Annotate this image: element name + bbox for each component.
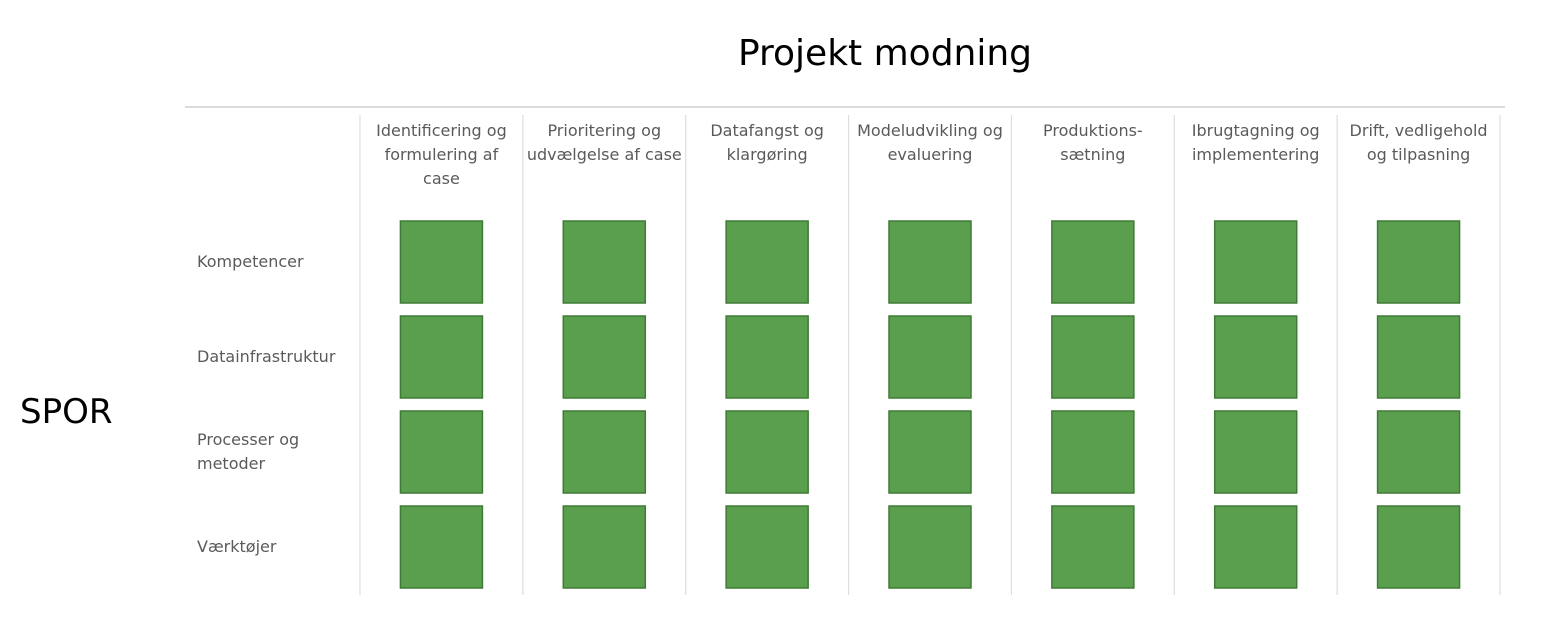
- heatmap-cell: [399, 410, 484, 494]
- heatmap-cell: [562, 505, 647, 589]
- heatmap-cell: [888, 220, 972, 304]
- heatmap-cell: [1376, 410, 1461, 494]
- heatmap-cell: [1376, 505, 1461, 589]
- heatmap-cell: [562, 410, 647, 494]
- heatmap-cell: [1051, 505, 1135, 589]
- chart-title: Projekt modning: [737, 33, 1033, 74]
- heatmap-cell: [562, 220, 647, 304]
- heatmap-cell: [399, 220, 484, 304]
- row-header: Datainfrastruktur: [197, 347, 336, 366]
- heatmap-cell: [399, 315, 484, 399]
- heatmap-cell: [1051, 220, 1135, 304]
- heatmap-cell: [562, 315, 647, 399]
- row-header: Kompetencer: [197, 252, 304, 271]
- heatmap-cell: [888, 505, 972, 589]
- heatmap-cell: [725, 220, 809, 304]
- heatmap-cell: [1051, 315, 1135, 399]
- heatmap-cell: [888, 410, 972, 494]
- heatmap-cell: [1213, 505, 1298, 589]
- column-header: Produktions-sætning: [1043, 121, 1143, 164]
- heatmap-cell: [725, 505, 809, 589]
- heatmap-cell: [1376, 220, 1461, 304]
- heatmap-cell: [1051, 410, 1135, 494]
- row-header: Værktøjer: [197, 537, 277, 556]
- heatmap-cell: [725, 410, 809, 494]
- heatmap-cell: [1213, 220, 1298, 304]
- heatmap-cell: [399, 505, 484, 589]
- heatmap-cell: [888, 315, 972, 399]
- heatmap-cell: [725, 315, 809, 399]
- heatmap-cell: [1213, 410, 1298, 494]
- heatmap-cell: [1376, 315, 1461, 399]
- row-axis-title: SPOR: [20, 392, 113, 432]
- heatmap-cell: [1213, 315, 1298, 399]
